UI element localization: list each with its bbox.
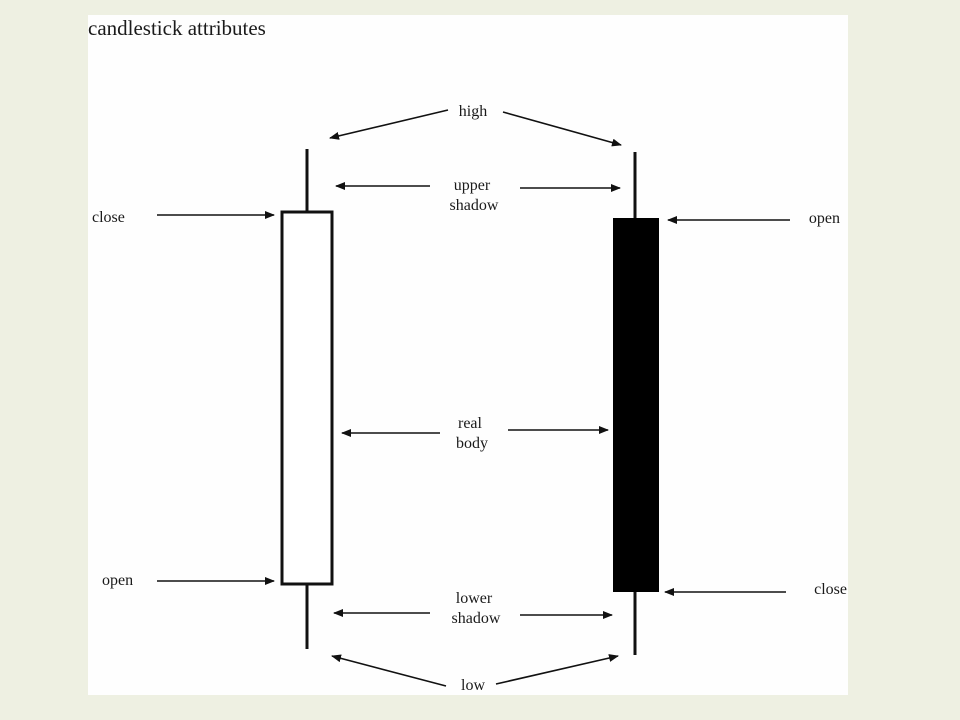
white-candle-open-label: open (102, 572, 133, 589)
white-candle-close-label: close (92, 209, 125, 226)
low-arrow-right (495, 654, 619, 685)
diagram-title: candlestick attributes (88, 16, 266, 40)
lower-shadow-label: lower shadow (452, 590, 501, 627)
upper-shadow-label-line2: shadow (450, 197, 499, 214)
real-body-label-line2: body (456, 435, 488, 452)
black-candle-body (613, 218, 659, 592)
real-body-label-line1: real (458, 415, 483, 432)
upper-shadow-label: upper shadow (450, 177, 499, 214)
high-arrow-right (502, 111, 622, 147)
low-arrow-left (331, 654, 447, 687)
low-label: low (461, 677, 485, 694)
black-candle-open-label: open (809, 210, 840, 227)
upper-shadow-label-line1: upper (454, 177, 491, 194)
real-body-label: real body (456, 415, 488, 452)
black-candle-close-label: close (814, 581, 847, 598)
lower-shadow-label-line1: lower (456, 590, 493, 607)
high-arrow-left (329, 109, 449, 140)
high-label: high (459, 103, 487, 120)
white-candle-body (280, 210, 334, 586)
lower-shadow-label-line2: shadow (452, 610, 501, 627)
